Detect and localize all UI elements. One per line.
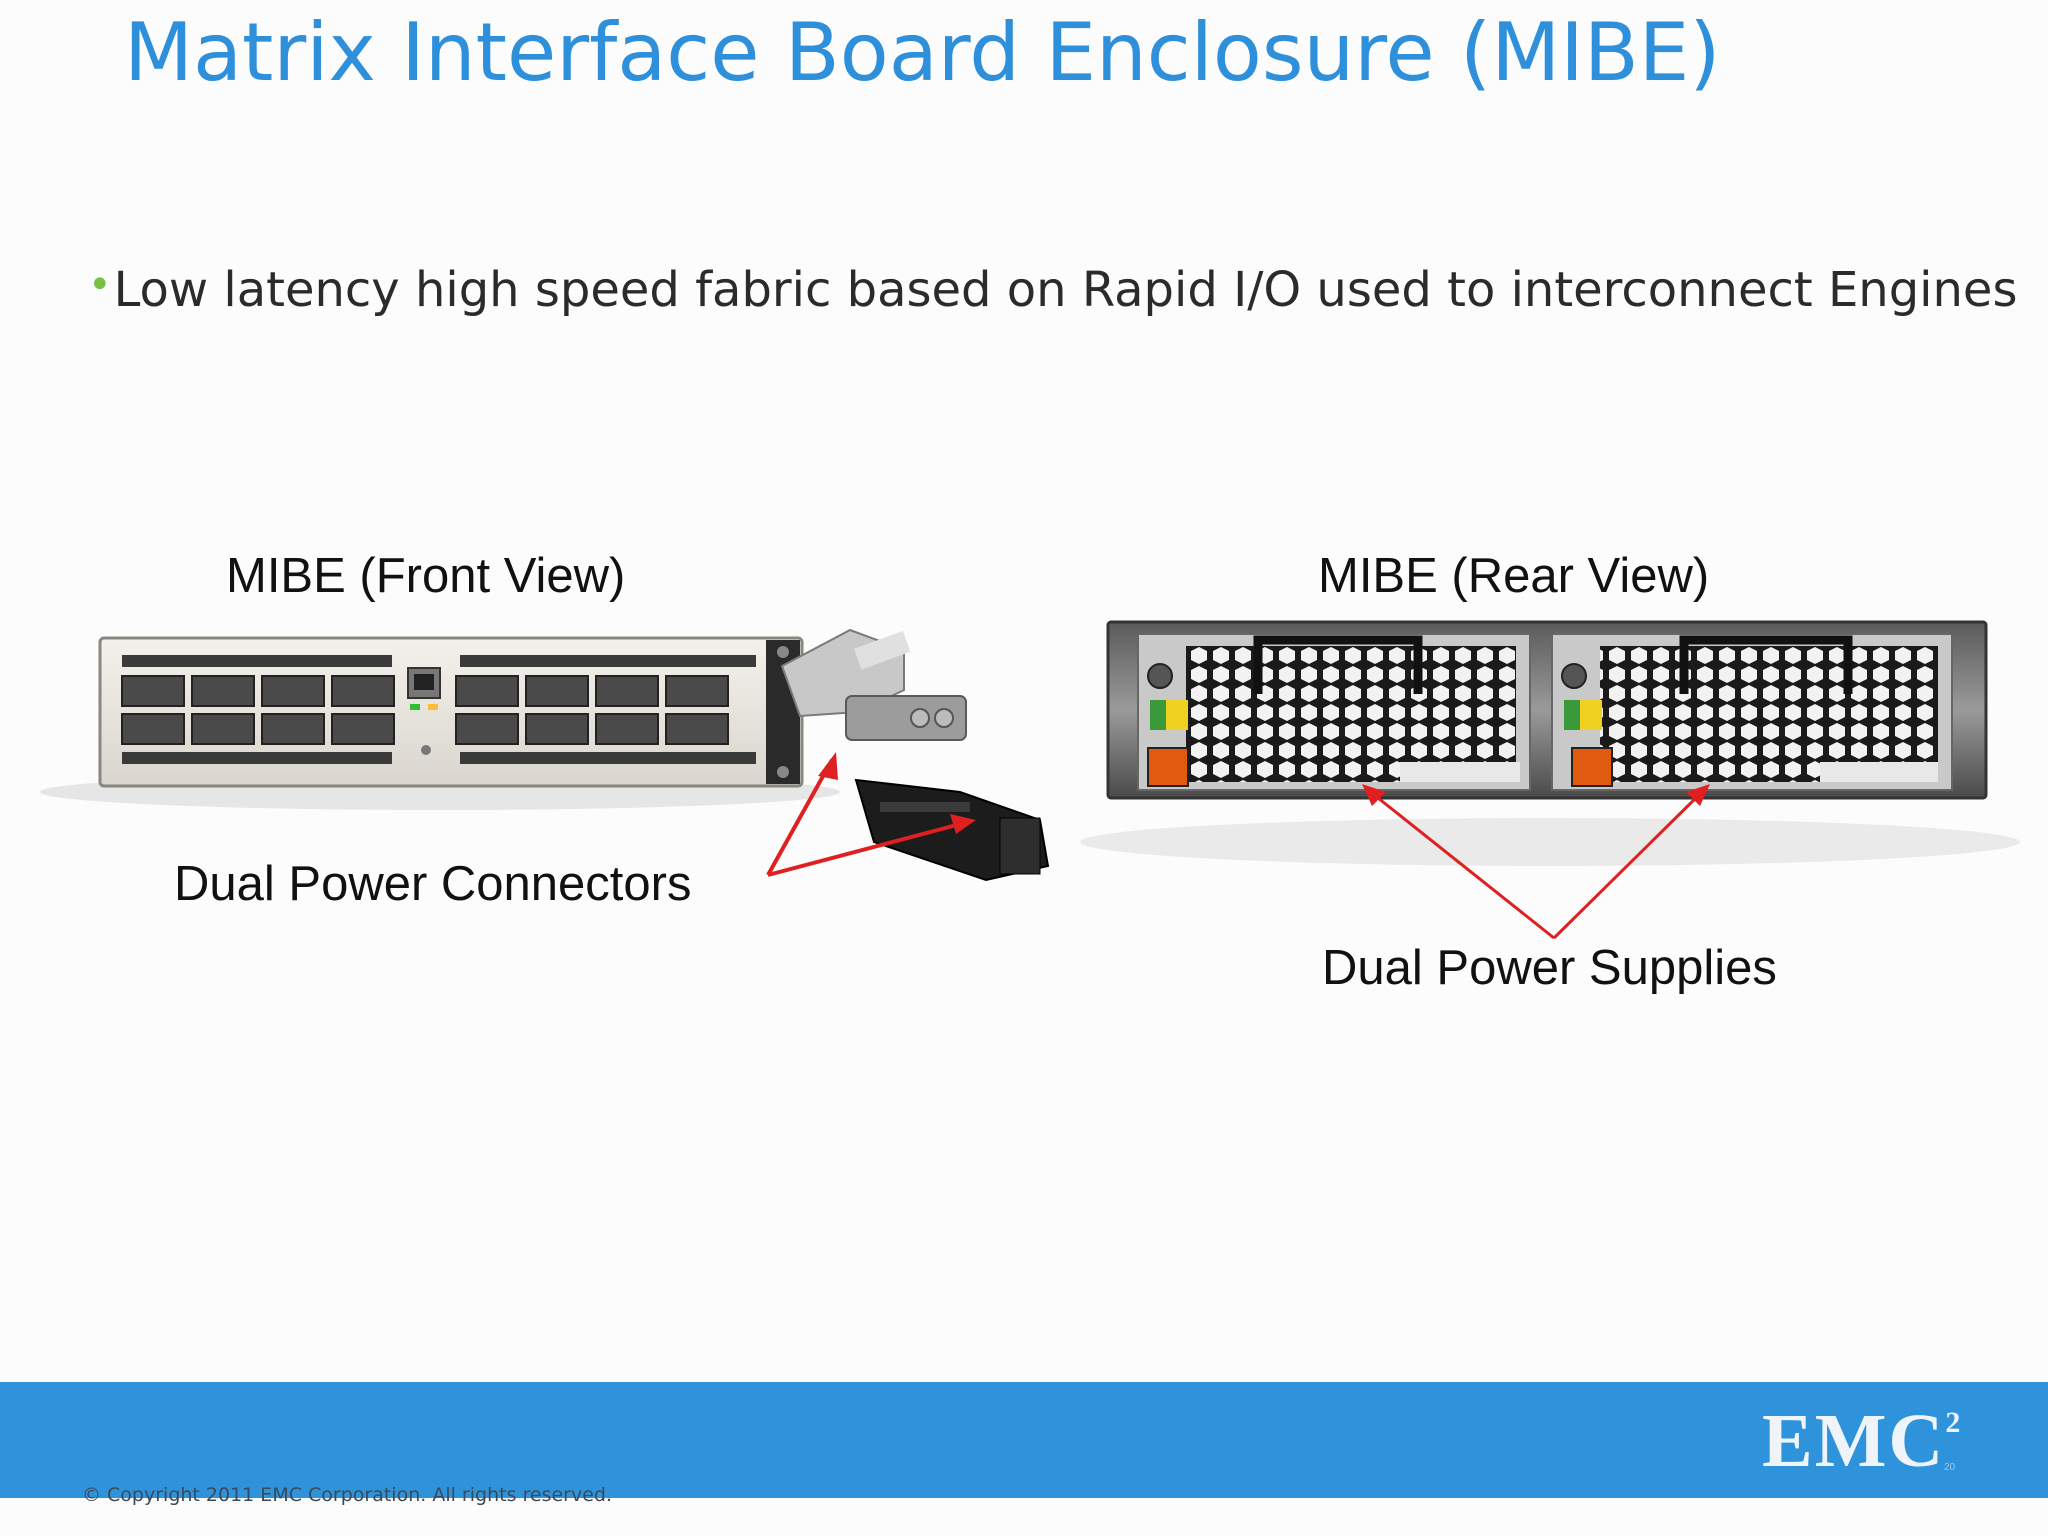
front-arrowhead-2-icon [950,814,976,834]
dual-power-supplies-label: Dual Power Supplies [1322,941,1777,995]
mibe-rear-view-image [1080,620,2020,866]
front-view-label: MIBE (Front View) [226,549,626,603]
rear-callout-arrows [1367,788,1706,940]
page-number: 20 [1944,1462,1956,1473]
bullet-text: Low latency high speed fabric based on R… [113,262,2018,318]
logo-superscript: 2 [1945,1405,1963,1439]
slide-title: Matrix Interface Board Enclosure (MIBE) [124,6,1721,99]
bullet-dot-icon: • [88,262,112,308]
mibe-front-view-image [40,628,1050,882]
bullet-point: •Low latency high speed fabric based on … [88,262,2017,318]
black-power-connector-icon [854,778,1050,882]
logo-text: EMC [1762,1399,1946,1483]
front-arrowhead-1-icon [818,752,838,780]
footer-bar [0,1382,2048,1498]
rear-arrowhead-1-icon [1362,784,1386,806]
rear-view-label: MIBE (Rear View) [1318,549,1710,603]
grey-power-connector-icon [780,628,967,741]
dual-power-connectors-label: Dual Power Connectors [174,857,692,911]
emc-logo: EMC2 [1762,1398,1962,1485]
rear-arrowhead-2-icon [1686,784,1710,806]
front-callout-arrows [766,759,969,877]
copyright-notice: © Copyright 2011 EMC Corporation. All ri… [82,1484,613,1506]
